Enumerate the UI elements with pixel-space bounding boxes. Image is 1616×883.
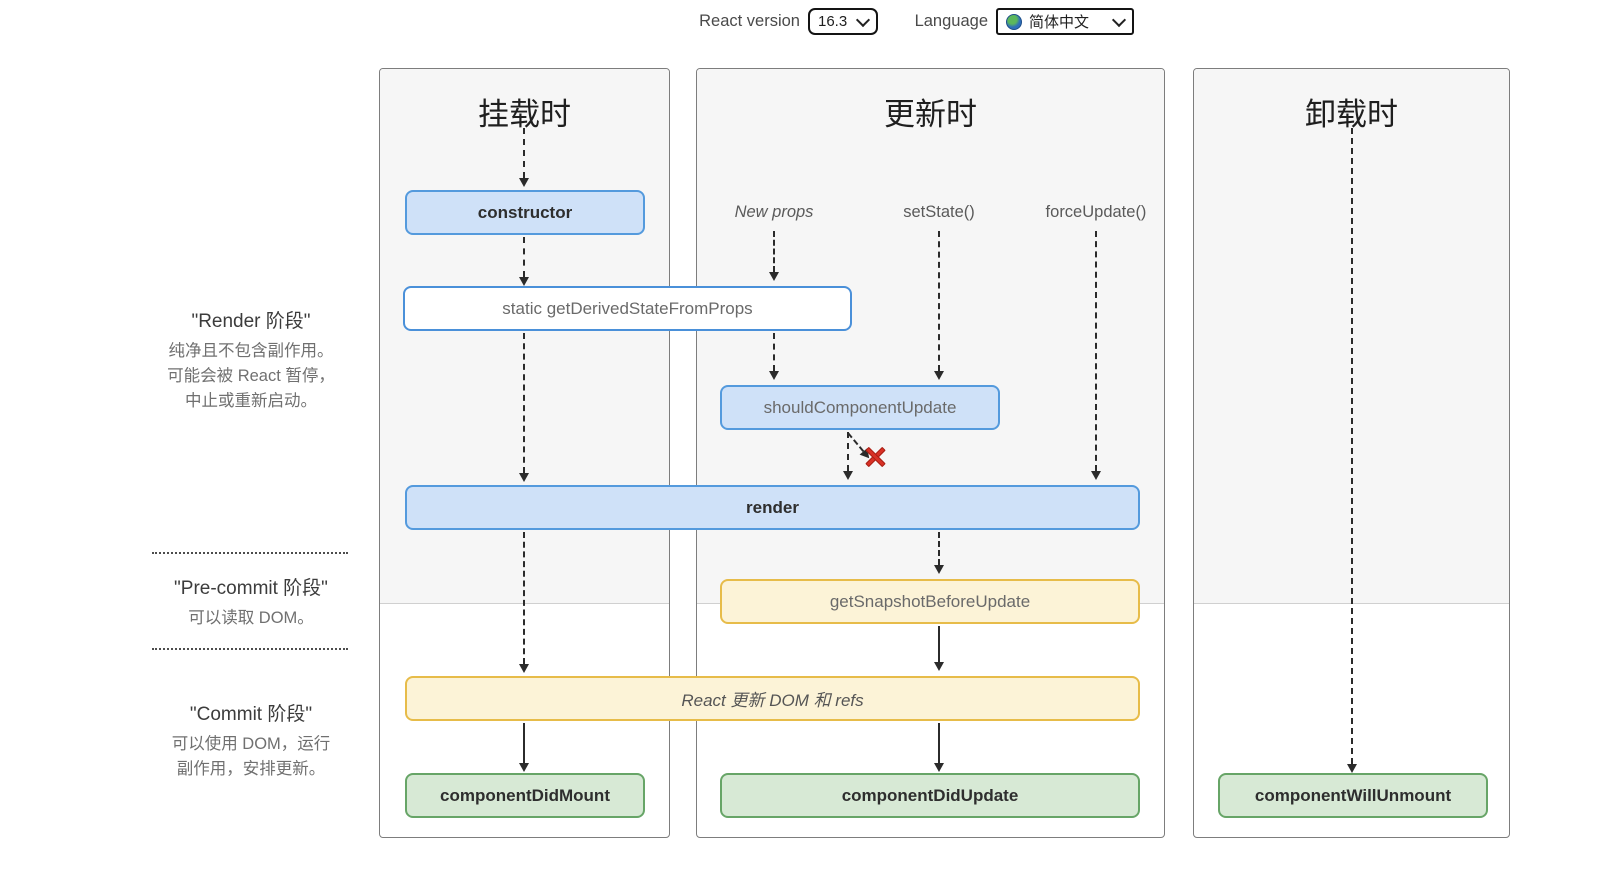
pre-commit-phase-title: "Pre-commit 阶段"	[174, 578, 328, 599]
render-phase-label: "Render 阶段" 纯净且不包含副作用。 可能会被 React 暂停， 中止…	[145, 306, 357, 414]
react-version-label: React version	[699, 12, 800, 30]
chevron-down-icon	[855, 12, 871, 27]
method-label: getSnapshotBeforeUpdate	[829, 591, 1031, 611]
flow-arrow	[934, 231, 944, 380]
flow-arrow	[843, 432, 853, 480]
force-update-label: forceUpdate()	[1045, 203, 1147, 221]
react-version-value: 16.3	[818, 13, 848, 30]
set-state-label: setState()	[903, 203, 975, 221]
method-box-render[interactable]: render	[405, 485, 1140, 530]
method-label: componentDidUpdate	[841, 785, 1019, 805]
method-box-component-did-mount[interactable]: componentDidMount	[405, 773, 645, 818]
method-label: componentWillUnmount	[1254, 785, 1452, 805]
flow-arrow	[519, 723, 529, 772]
chevron-down-icon	[1111, 12, 1127, 27]
method-box-get-snapshot-before-update[interactable]: getSnapshotBeforeUpdate	[720, 579, 1140, 624]
method-box-get-derived-state-from-props[interactable]: static getDerivedStateFromProps	[403, 286, 852, 331]
method-label: constructor	[477, 202, 573, 222]
render-phase-desc: 中止或重新启动。	[185, 392, 317, 410]
flow-arrow	[1347, 128, 1357, 773]
commit-phase-label: "Commit 阶段" 可以使用 DOM，运行 副作用，安排更新。	[145, 699, 357, 782]
flow-arrow	[519, 532, 529, 673]
cancel-x-icon	[864, 446, 886, 468]
flow-arrow	[934, 723, 944, 772]
pre-commit-phase-desc: 可以读取 DOM。	[188, 609, 314, 627]
globe-icon	[1006, 13, 1022, 30]
render-phase-title: "Render 阶段"	[191, 311, 311, 332]
react-version-select[interactable]: 16.3	[808, 8, 878, 35]
method-label: static getDerivedStateFromProps	[502, 298, 753, 318]
method-label: shouldComponentUpdate	[763, 397, 957, 417]
commit-phase-desc: 副作用，安排更新。	[176, 760, 326, 778]
method-label: React 更新 DOM 和 refs	[681, 691, 864, 710]
language-select[interactable]: 简体中文	[996, 8, 1134, 35]
method-label: render	[746, 497, 799, 517]
commit-phase-desc: 可以使用 DOM，运行	[171, 735, 331, 753]
flow-arrow	[1091, 231, 1101, 480]
language-label: Language	[914, 12, 988, 30]
flow-arrow	[769, 333, 779, 380]
pre-commit-phase-label: "Pre-commit 阶段" 可以读取 DOM。	[145, 573, 357, 631]
flow-arrow	[934, 626, 944, 671]
commit-phase-title: "Commit 阶段"	[189, 704, 313, 725]
render-phase-desc: 可能会被 React 暂停，	[167, 367, 335, 385]
flow-arrow	[519, 237, 529, 286]
mounting-column-title: 挂载时	[478, 97, 571, 132]
phase-divider	[152, 648, 348, 650]
method-box-should-component-update[interactable]: shouldComponentUpdate	[720, 385, 1000, 430]
method-box-component-did-update[interactable]: componentDidUpdate	[720, 773, 1140, 818]
react-updates-dom-box: React 更新 DOM 和 refs	[405, 676, 1140, 721]
flow-arrow	[519, 333, 529, 482]
method-box-constructor[interactable]: constructor	[405, 190, 645, 235]
new-props-label: New props	[734, 203, 814, 221]
language-value: 简体中文	[1029, 14, 1090, 31]
method-label: componentDidMount	[440, 785, 610, 805]
flow-arrow	[769, 231, 779, 281]
render-phase-desc: 纯净且不包含副作用。	[168, 342, 334, 360]
unmounting-column-title: 卸载时	[1305, 97, 1398, 132]
updating-column-title: 更新时	[884, 97, 977, 132]
method-box-component-will-unmount[interactable]: componentWillUnmount	[1218, 773, 1488, 818]
phase-divider	[152, 552, 348, 554]
flow-arrow	[934, 532, 944, 574]
flow-arrow	[519, 128, 529, 187]
